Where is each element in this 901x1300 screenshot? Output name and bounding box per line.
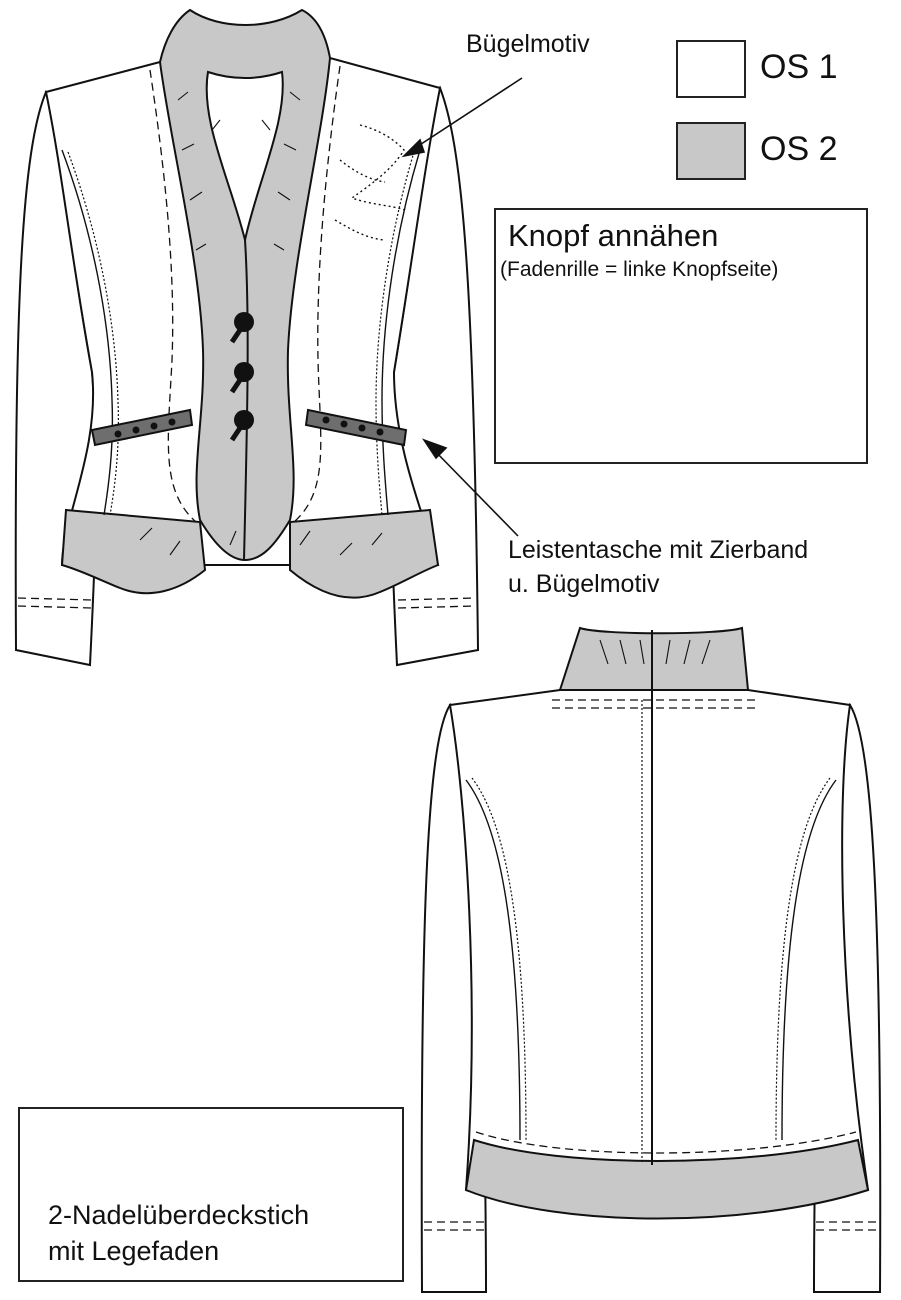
legend-swatch-os1 [676,40,746,98]
arrow-buegelmotiv [411,77,523,151]
front-hem-band-right [289,508,440,599]
back-collar [558,626,750,691]
label-leistentasche-2: u. Bügelmotiv [508,570,660,598]
back-hem-stitch [475,1131,857,1154]
back-seam-right [781,779,837,1141]
legend-label-os2: OS 2 [760,130,838,168]
pocket-dots [114,416,384,438]
front-ruffle-right [375,151,415,516]
button-box-subtitle: (Fadenrille = linke Knopfseite) [500,258,779,281]
leader-arrows [401,77,523,537]
front-cuff-stitch-right [397,597,477,609]
back-cuff-stitch-left [424,1221,484,1231]
front-collar-ruffle [139,91,383,556]
front-buttons [229,312,254,442]
back-seam-left [465,779,521,1141]
button-1 [234,312,254,332]
front-neck-opening [205,70,284,241]
back-hem-band [464,1138,870,1220]
back-neck-stitch [552,699,756,709]
front-jacket [14,8,480,667]
front-princess-seam-right [381,149,421,516]
button-box-title: Knopf annähen [508,218,719,253]
back-ruffle-right [775,777,831,1141]
stitch-label-line2: mit Legefaden [48,1236,220,1266]
front-pocket-right [304,408,408,447]
front-stitch-right [293,65,341,523]
label-leistentasche: Leistentasche mit Zierband [508,536,809,564]
back-ruffle-left [471,777,527,1141]
stitch-label-line1: 2-Nadelüberdeckstich [48,1200,310,1230]
label-buegelmotiv: Bügelmotiv [466,30,590,58]
front-hem-band [60,508,207,595]
stitch-legend-box [18,1107,404,1282]
back-jacket [420,626,882,1293]
button-instruction-box [494,208,868,464]
front-iron-motif [334,124,406,241]
legend-swatch-os2 [676,122,746,180]
legend-label-os1: OS 1 [760,48,838,86]
back-cuff-stitch-right [816,1221,878,1231]
button-2 [234,362,254,382]
front-princess-seam-left [61,149,114,516]
button-3 [234,410,254,430]
arrow-leistentasche [431,447,519,537]
back-collar-ruffle [599,639,711,665]
front-collar [158,8,332,562]
front-stitch-left [149,69,197,523]
